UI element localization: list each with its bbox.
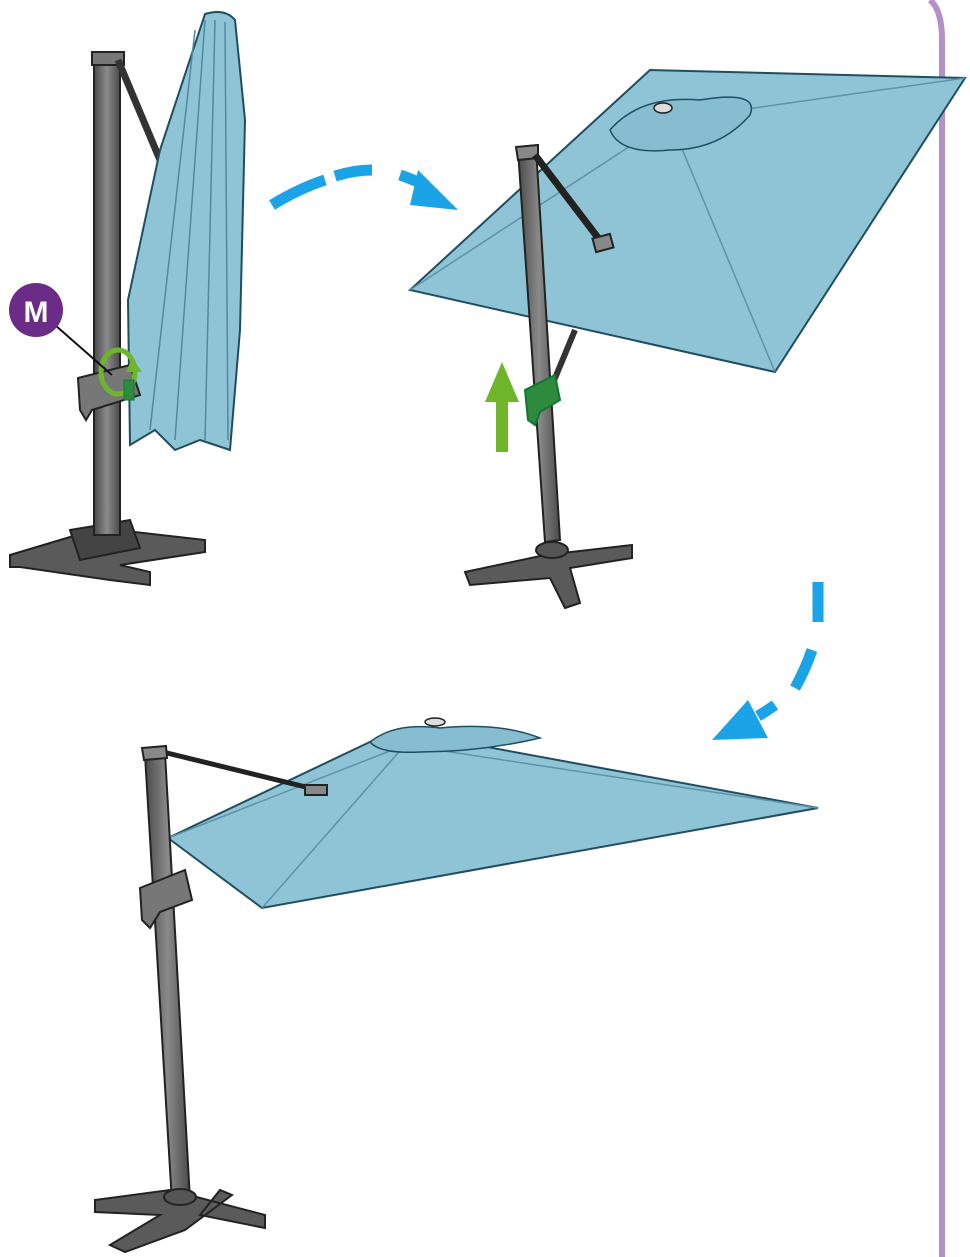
arrow2-head bbox=[712, 700, 768, 740]
step2-raised-canopy bbox=[410, 70, 965, 608]
arrow2-icon bbox=[758, 582, 818, 716]
callout-m-label: M bbox=[24, 296, 49, 329]
step1-pole bbox=[94, 55, 120, 535]
step3-pole bbox=[145, 753, 190, 1202]
step3-canopy bbox=[168, 730, 818, 908]
arrow1-head bbox=[410, 170, 458, 210]
lift-up-arrow-icon bbox=[485, 362, 519, 452]
page-frame-border bbox=[930, 0, 942, 1257]
arrow1-icon bbox=[272, 170, 425, 205]
step3-open-umbrella bbox=[95, 718, 818, 1252]
step1-closed-umbrella: M bbox=[9, 12, 245, 585]
